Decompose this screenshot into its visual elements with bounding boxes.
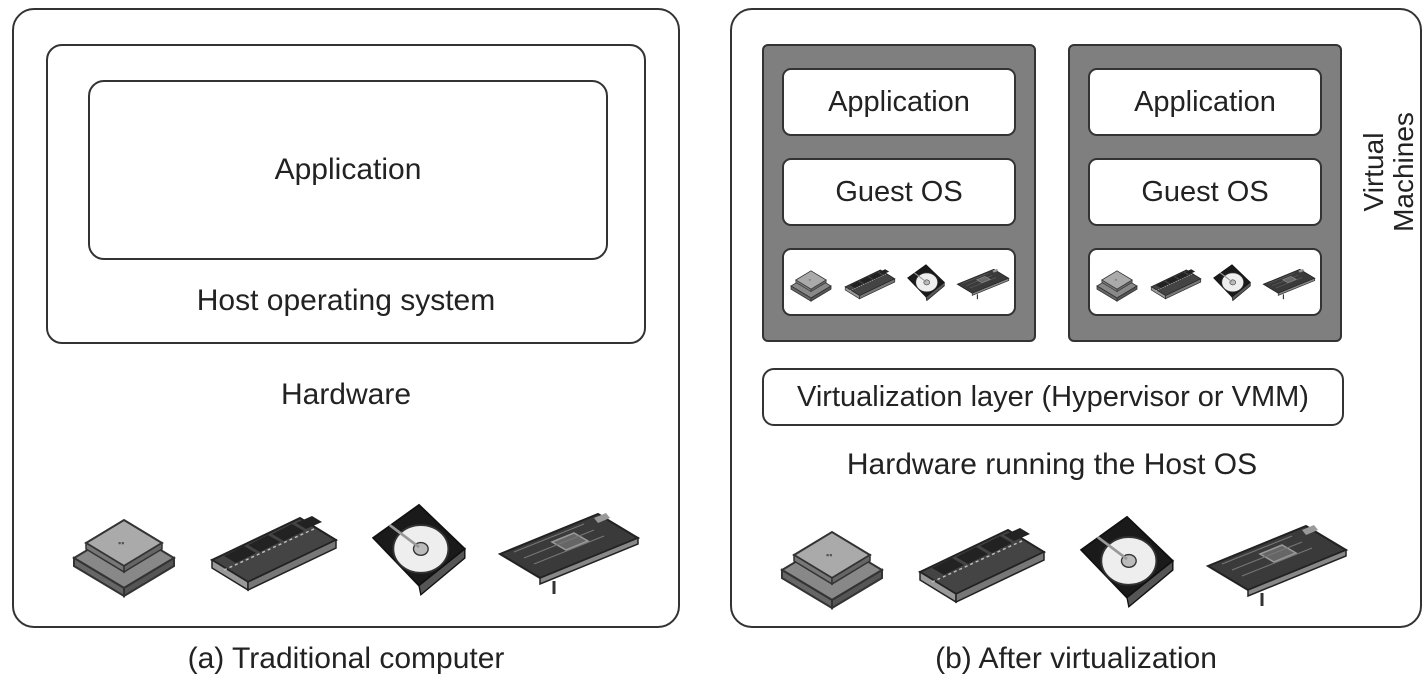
- traditional-caption: (a) Traditional computer: [187, 642, 505, 675]
- vm-application-box: Application: [782, 68, 1016, 136]
- memory-icon: [912, 510, 1052, 610]
- host-os-box: Application Host operating system: [46, 44, 646, 344]
- hard-disk-icon: [364, 493, 474, 603]
- hardware-label: Hardware: [280, 378, 412, 411]
- virtualization-layer-box: Virtualization layer (Hypervisor or VMM): [762, 368, 1344, 426]
- vm-guest-os-label: Guest OS: [835, 175, 963, 208]
- virtual-machines-label-line1: Virtual: [1358, 132, 1389, 212]
- memory-icon: [204, 498, 344, 598]
- vm-application-box: Application: [1088, 68, 1322, 136]
- traditional-computer-panel: Application Host operating system Hardwa…: [12, 8, 680, 628]
- cpu-icon: [787, 262, 835, 302]
- application-box: Application: [88, 80, 608, 260]
- memory-icon: [842, 262, 898, 302]
- application-label: Application: [274, 153, 422, 186]
- virtual-machine: Application Guest OS: [1068, 44, 1342, 342]
- vm-guest-os-box: Guest OS: [782, 158, 1016, 226]
- virtualization-layer-label: Virtualization layer (Hypervisor or VMM): [797, 380, 1309, 413]
- hard-disk-icon: [1210, 260, 1254, 304]
- host-hardware-label: Hardware running the Host OS: [846, 448, 1258, 481]
- virtual-machines-label-line2: Machines: [1388, 112, 1419, 232]
- network-card-icon: [1261, 263, 1317, 301]
- vm-virtual-hardware: [1088, 248, 1322, 316]
- network-card-icon: [494, 498, 644, 598]
- virtual-machines-label: Virtual Machines: [1358, 72, 1420, 272]
- hard-disk-icon: [904, 260, 948, 304]
- vm-guest-os-label: Guest OS: [1141, 175, 1269, 208]
- network-card-icon: [955, 263, 1011, 301]
- cpu-icon: [64, 498, 184, 598]
- cpu-icon: [772, 510, 892, 610]
- virtualized-panel: Application Guest OS Application Guest O…: [730, 8, 1422, 628]
- network-card-icon: [1202, 510, 1352, 610]
- hardware-icons: [762, 500, 1362, 620]
- memory-icon: [1148, 262, 1204, 302]
- host-os-label: Host operating system: [196, 284, 496, 317]
- virtual-machine: Application Guest OS: [762, 44, 1036, 342]
- cpu-icon: [1093, 262, 1141, 302]
- vm-guest-os-box: Guest OS: [1088, 158, 1322, 226]
- hardware-icons: [54, 488, 654, 608]
- vm-application-label: Application: [1134, 85, 1276, 118]
- virtualized-caption: (b) After virtualization: [935, 642, 1217, 675]
- hard-disk-icon: [1072, 505, 1182, 615]
- vm-application-label: Application: [828, 85, 970, 118]
- vm-virtual-hardware: [782, 248, 1016, 316]
